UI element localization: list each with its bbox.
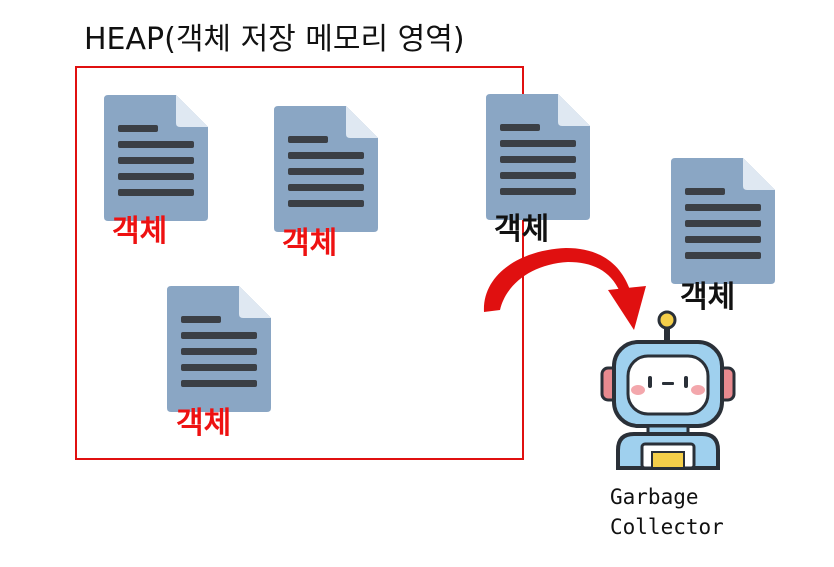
document-icon <box>486 94 590 220</box>
object-label: 객체 <box>494 212 550 247</box>
heap-title: HEAP(객체 저장 메모리 영역) <box>84 22 465 57</box>
document-icon <box>167 286 271 412</box>
document-icon <box>274 106 378 232</box>
document-icon <box>671 158 775 284</box>
object-label: 객체 <box>176 406 232 441</box>
object-label: 객체 <box>282 226 338 261</box>
document-icon <box>104 95 208 221</box>
object-label: 객체 <box>680 280 736 315</box>
garbage-collector-line1: Garbage <box>610 485 699 509</box>
curved-arrow-icon <box>470 240 650 340</box>
robot-icon <box>600 310 736 470</box>
object-label: 객체 <box>112 214 168 249</box>
garbage-collector-label: Garbage Collector <box>610 482 724 542</box>
garbage-collector-line2: Collector <box>610 515 724 539</box>
